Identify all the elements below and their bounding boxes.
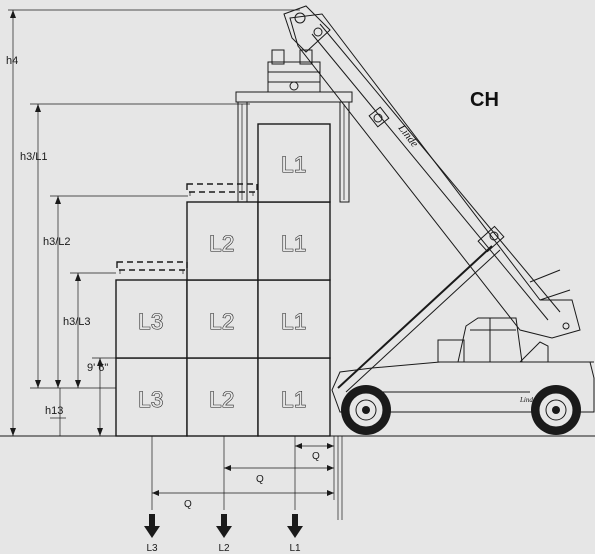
down-arrow-icon xyxy=(216,526,232,538)
container-l2-row3 xyxy=(186,201,259,281)
container-l1-row2 xyxy=(257,279,331,359)
boom-arm xyxy=(283,5,581,339)
h3-l2-label: h3/L2 xyxy=(43,236,71,248)
dashed-spreader-positions xyxy=(116,183,258,274)
container-label: L1 xyxy=(281,152,306,177)
container-label: L2 xyxy=(209,309,234,334)
container-label: L3 xyxy=(138,387,163,412)
ch-badge: CH xyxy=(470,89,499,111)
container-label: L3 xyxy=(138,309,163,334)
h13-label: h13 xyxy=(45,405,63,417)
load-arrows xyxy=(144,514,303,538)
container-height-label: 9' 6" xyxy=(87,362,108,374)
q-label: Q xyxy=(256,474,264,485)
h3-l1-label: h3/L1 xyxy=(20,151,48,163)
lift-cylinder xyxy=(337,225,505,393)
container-l3-row2 xyxy=(115,279,188,359)
spreader xyxy=(235,49,353,203)
truck-brand-label: Linde xyxy=(519,396,536,404)
container-l2-row1 xyxy=(186,357,259,437)
q-label: Q xyxy=(184,499,192,510)
container-stack xyxy=(115,123,331,437)
h3-l3-label: h3/L3 xyxy=(63,316,91,328)
container-label: L1 xyxy=(281,387,306,412)
down-arrow-icon xyxy=(144,526,160,538)
container-label: L1 xyxy=(281,309,306,334)
wheels xyxy=(341,385,581,435)
boom-brand-label: Linde xyxy=(395,122,421,150)
container-label: L1 xyxy=(281,231,306,256)
container-label: L2 xyxy=(209,387,234,412)
q-dimensions xyxy=(151,436,343,520)
truck-body xyxy=(331,317,595,413)
load-arrow-label: L2 xyxy=(218,543,230,554)
container-l1-row3 xyxy=(257,201,331,281)
q-label: Q xyxy=(312,451,320,462)
container-l1-top xyxy=(257,123,331,203)
h4-label: h4 xyxy=(6,55,18,67)
container-l3-row1 xyxy=(115,357,188,437)
load-arrow-label: L3 xyxy=(146,543,158,554)
container-label: L2 xyxy=(209,231,234,256)
load-arrow-label: L1 xyxy=(289,543,301,554)
dimension-lines xyxy=(8,9,300,436)
down-arrow-icon xyxy=(287,526,303,538)
